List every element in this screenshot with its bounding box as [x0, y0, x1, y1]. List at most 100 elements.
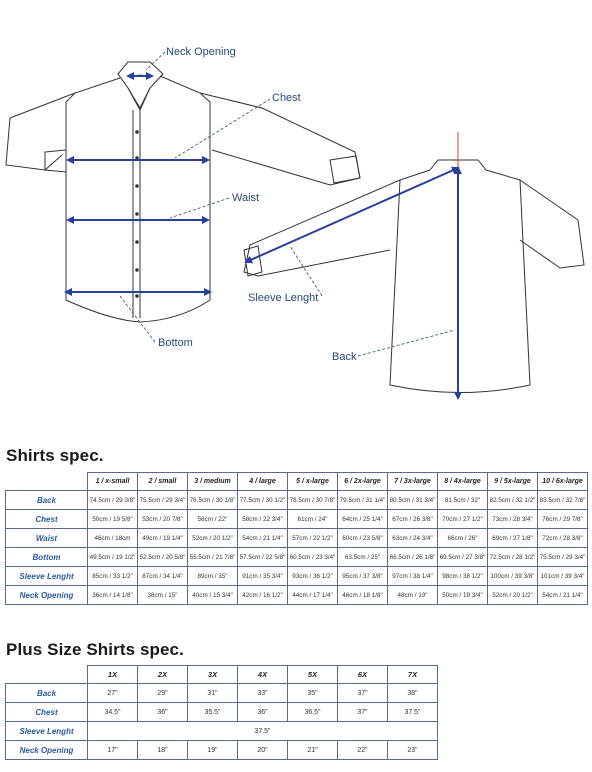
- value-cell: 69cm / 27 1/8": [487, 528, 538, 548]
- value-cell: 73cm / 28 3/4": [487, 509, 538, 529]
- size-column-header: 5 / x-large: [287, 472, 338, 491]
- size-column-header: 4 / large: [237, 472, 288, 491]
- value-cell: 50cm / 19 5/8": [87, 509, 138, 529]
- value-cell: 52cm / 20 1/2": [187, 528, 238, 548]
- value-cell: 75.5cm / 29 3/4": [137, 490, 188, 510]
- value-cell: 53cm / 20 7/8": [137, 509, 188, 529]
- row-label: Chest: [5, 509, 88, 529]
- value-cell: 50cm / 19 3/4": [437, 585, 488, 605]
- value-cell: 48cm / 19": [387, 585, 438, 605]
- size-column-header: 5X: [287, 665, 338, 684]
- size-column-header: 3X: [187, 665, 238, 684]
- waist-label: Waist: [232, 192, 259, 204]
- value-cell: 54cm / 21 1/4": [237, 528, 288, 548]
- value-cell: 36cm / 14 1/8": [87, 585, 138, 605]
- value-cell: 22": [337, 740, 388, 760]
- row-label: Neck Opening: [5, 585, 88, 605]
- value-cell: 23": [387, 740, 438, 760]
- size-column-header: 9 / 5x-large: [487, 472, 538, 491]
- row-label: Sleeve Lenght: [5, 566, 88, 586]
- value-cell: 83.5cm / 32 7/8": [537, 490, 588, 510]
- value-cell: 38": [387, 683, 438, 703]
- value-cell: 57cm / 22 1/2": [287, 528, 338, 548]
- value-cell: 89cm / 35": [187, 566, 238, 586]
- value-cell: 52.5cm / 20 5/8": [137, 547, 188, 567]
- value-cell: 75.5cm / 29 3/4": [537, 547, 588, 567]
- value-cell: 46cm / 18 1/8": [337, 585, 388, 605]
- value-cell: 82.5cm / 32 1/2": [487, 490, 538, 510]
- value-cell: 66cm / 26": [437, 528, 488, 548]
- size-column-header: 6X: [337, 665, 388, 684]
- value-cell: 61cm / 24": [287, 509, 338, 529]
- value-cell: 21": [287, 740, 338, 760]
- size-column-header: 3 / medium: [187, 472, 238, 491]
- value-cell: 57.5cm / 22 5/8": [237, 547, 288, 567]
- value-cell: 38cm / 15": [137, 585, 188, 605]
- row-label: Neck Opening: [5, 740, 88, 760]
- size-column-header: 4X: [237, 665, 288, 684]
- value-cell: 100cm / 39 3/8": [487, 566, 538, 586]
- value-cell: 29": [137, 683, 188, 703]
- value-cell: 37": [337, 683, 388, 703]
- row-label: Back: [5, 490, 88, 510]
- value-cell: 37": [337, 702, 388, 722]
- plus-size-spec-title: Plus Size Shirts spec.: [6, 640, 184, 659]
- value-cell: 69.5cm / 27 3/8": [437, 547, 488, 567]
- value-cell: 42cm / 16 1/2": [237, 585, 288, 605]
- value-cell: 35": [287, 683, 338, 703]
- size-column-header: 10 / 6x-large: [537, 472, 588, 491]
- value-cell: 17": [87, 740, 138, 760]
- value-cell: 101cm / 39 3/4": [537, 566, 588, 586]
- size-column-header: 2X: [137, 665, 188, 684]
- row-label: Waist: [5, 528, 88, 548]
- value-cell: 76.5cm / 30 1/8": [187, 490, 238, 510]
- value-cell: 64cm / 25 1/4": [337, 509, 388, 529]
- value-cell: 36.5": [287, 702, 338, 722]
- value-cell: 36": [237, 702, 288, 722]
- value-cell: 91cm / 35 3/4": [237, 566, 288, 586]
- value-cell: 33": [237, 683, 288, 703]
- value-cell: 46cm / 18cm: [87, 528, 138, 548]
- value-cell: 19": [187, 740, 238, 760]
- value-cell: 77.5cm / 30 1/2": [237, 490, 288, 510]
- value-cell: 72.5cm / 28 1/2": [487, 547, 538, 567]
- chest-label: Chest: [272, 92, 301, 104]
- value-cell: 72cm / 28 3/8": [537, 528, 588, 548]
- sleeve-length-label: Sleeve Lenght: [248, 292, 318, 304]
- value-cell: 81.5cm / 32": [437, 490, 488, 510]
- size-column-header: 1 / x-small: [87, 472, 138, 491]
- value-cell: 31": [187, 683, 238, 703]
- value-cell: 49.5cm / 19 1/2": [87, 547, 138, 567]
- value-cell: 49cm / 19 1/4": [137, 528, 188, 548]
- value-cell: 54cm / 21 1/4": [537, 585, 588, 605]
- value-cell: 60.5cm / 23 3/4": [287, 547, 338, 567]
- value-cell: 67cm / 26 3/8": [387, 509, 438, 529]
- value-cell: 70cm / 27 1/2": [437, 509, 488, 529]
- value-cell: 37.5": [387, 702, 438, 722]
- value-cell: 85cm / 33 1/2": [87, 566, 138, 586]
- value-cell: 40cm / 15 3/4": [187, 585, 238, 605]
- value-cell: 76cm / 29 7/8": [537, 509, 588, 529]
- value-cell: 27": [87, 683, 138, 703]
- corner-cell: [5, 472, 88, 491]
- value-cell: 79.5cm / 31 1/4": [337, 490, 388, 510]
- value-cell: 20": [237, 740, 288, 760]
- size-column-header: 2 / small: [137, 472, 188, 491]
- value-cell: 18": [137, 740, 188, 760]
- row-label: Sleeve Lenght: [5, 721, 88, 741]
- size-column-header: 7X: [387, 665, 438, 684]
- shirts-spec-title: Shirts spec.: [6, 446, 104, 465]
